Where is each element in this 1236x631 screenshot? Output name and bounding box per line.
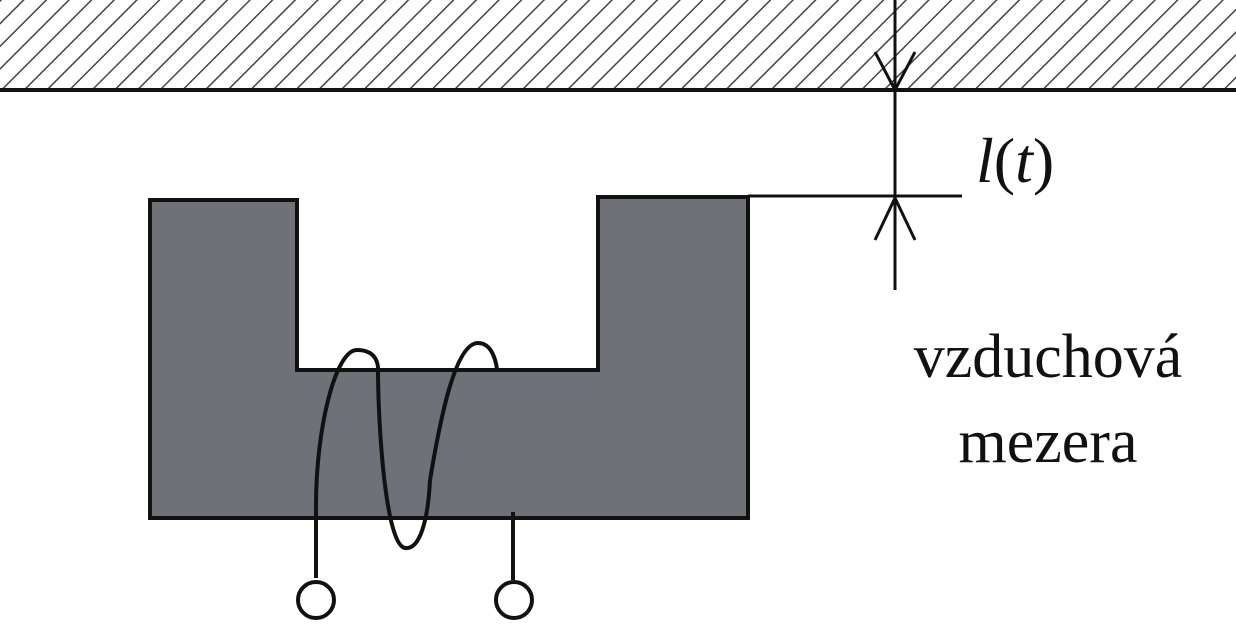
coil-wire-loop-front — [428, 340, 499, 481]
arrowhead-top — [873, 51, 917, 94]
gap-paren-close: ) — [1033, 125, 1054, 196]
gap-argument: t — [1015, 125, 1035, 196]
air-gap-caption-line1: vzduchová — [914, 323, 1183, 391]
terminal-left — [296, 580, 336, 620]
armature-hatching — [0, 0, 1236, 88]
gap-variable: l — [976, 125, 994, 196]
u-shaped-core — [148, 195, 750, 520]
coil-wire-loop-back — [376, 369, 432, 550]
coil-wire-lead-left — [314, 347, 381, 578]
air-gap-caption-line2: mezera — [959, 408, 1138, 476]
gap-dimension — [748, 0, 962, 290]
gap-length-label: l(t) — [976, 125, 1054, 196]
coil-winding — [314, 340, 515, 580]
arrowhead-bottom — [873, 194, 917, 241]
armature-plate — [0, 0, 1236, 92]
gap-paren-open: ( — [994, 125, 1015, 196]
terminal-right — [494, 580, 534, 620]
